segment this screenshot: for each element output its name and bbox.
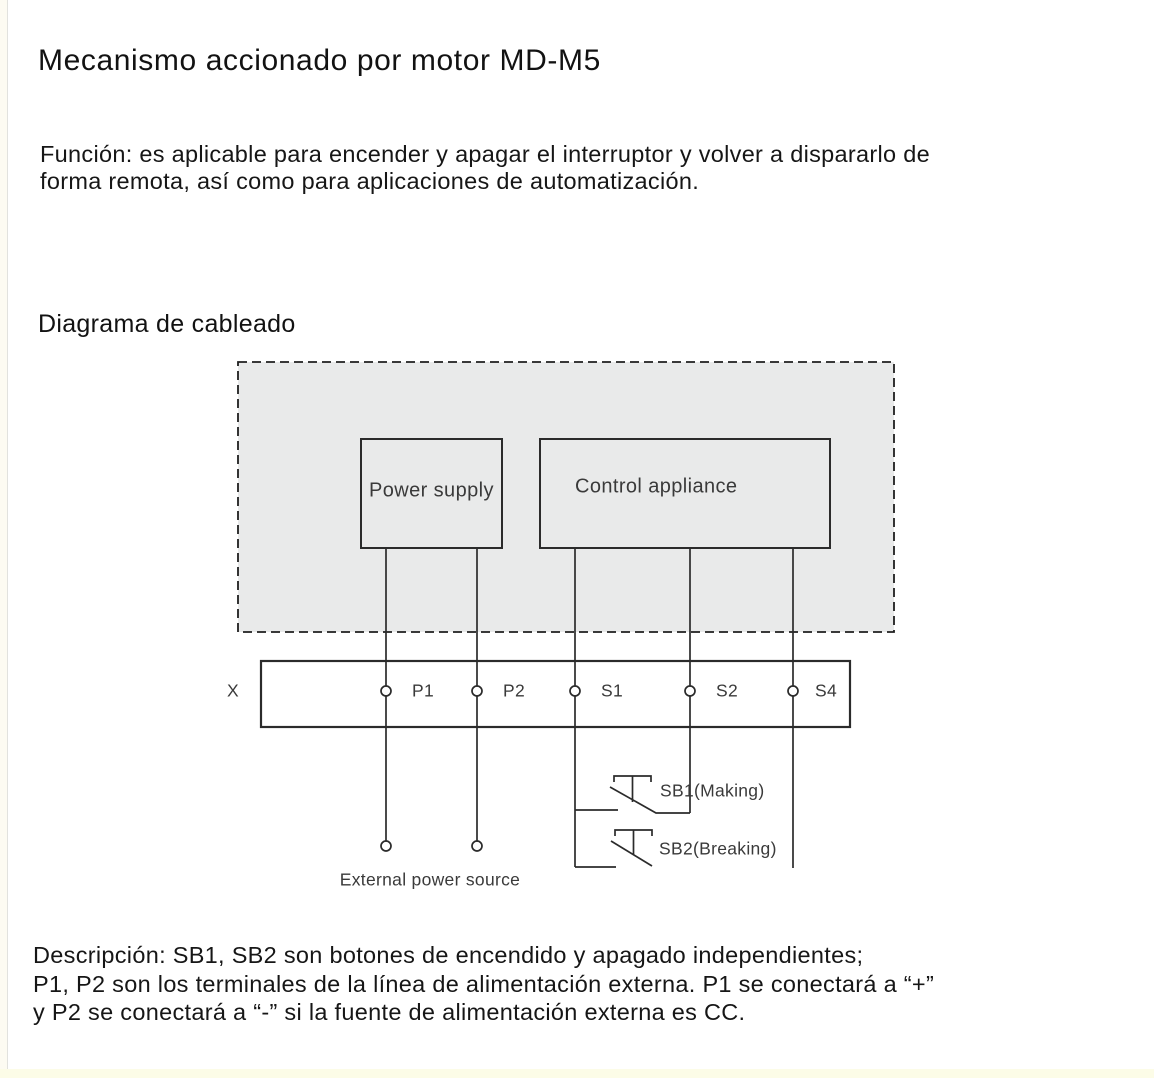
funcion-line-1: Función: es aplicable para encender y ap… [40, 141, 930, 167]
descripcion-line-1: Descripción: SB1, SB2 son botones de enc… [33, 942, 864, 968]
terminal-label-s1: S1 [601, 681, 623, 701]
terminal-circle-s1 [569, 685, 581, 697]
sb1-label: SB1(Making) [660, 781, 764, 801]
descripcion-line-3: y P2 se conectará a “-” si la fuente de … [33, 999, 746, 1025]
descripcion-line-2: P1, P2 son los terminales de la línea de… [33, 970, 935, 997]
terminal-circle-s2 [684, 685, 696, 697]
power-supply-box [360, 438, 503, 549]
page-title: Mecanismo accionado por motor MD-M5 [38, 44, 601, 77]
left-edge-strip [0, 0, 8, 1078]
diagram-heading: Diagrama de cableado [38, 310, 296, 338]
wiring-diagram: Power supply Control appliance X P1 P2 S… [227, 361, 895, 890]
terminal-label-p2: P2 [503, 681, 525, 701]
external-power-label: External power source [340, 870, 520, 890]
terminal-block-label: X [227, 681, 239, 701]
power-supply-label: Power supply [369, 479, 494, 501]
terminal-label-s2: S2 [716, 681, 738, 701]
control-appliance-label: Control appliance [575, 475, 737, 497]
sb2-switch-symbol [575, 829, 653, 868]
sb2-label: SB2(Breaking) [659, 839, 777, 859]
external-terminal-p1 [380, 840, 392, 852]
sb1-switch-symbol [575, 775, 690, 814]
terminal-label-p1: P1 [412, 681, 434, 701]
external-terminal-p2 [471, 840, 483, 852]
terminal-label-s4: S4 [815, 681, 837, 701]
descripcion-paragraph: Descripción: SB1, SB2 son botones de enc… [33, 941, 934, 1027]
terminal-circle-p2 [471, 685, 483, 697]
control-appliance-box [539, 438, 831, 549]
funcion-line-2: forma remota, así como para aplicaciones… [40, 167, 700, 194]
funcion-paragraph: Función: es aplicable para encender y ap… [40, 141, 930, 194]
terminal-circle-p1 [380, 685, 392, 697]
sb2-blade [610, 840, 653, 867]
bottom-strip [0, 1069, 1154, 1078]
terminal-circle-s4 [787, 685, 799, 697]
sb1-blade [609, 786, 690, 814]
terminal-strip [259, 659, 852, 729]
